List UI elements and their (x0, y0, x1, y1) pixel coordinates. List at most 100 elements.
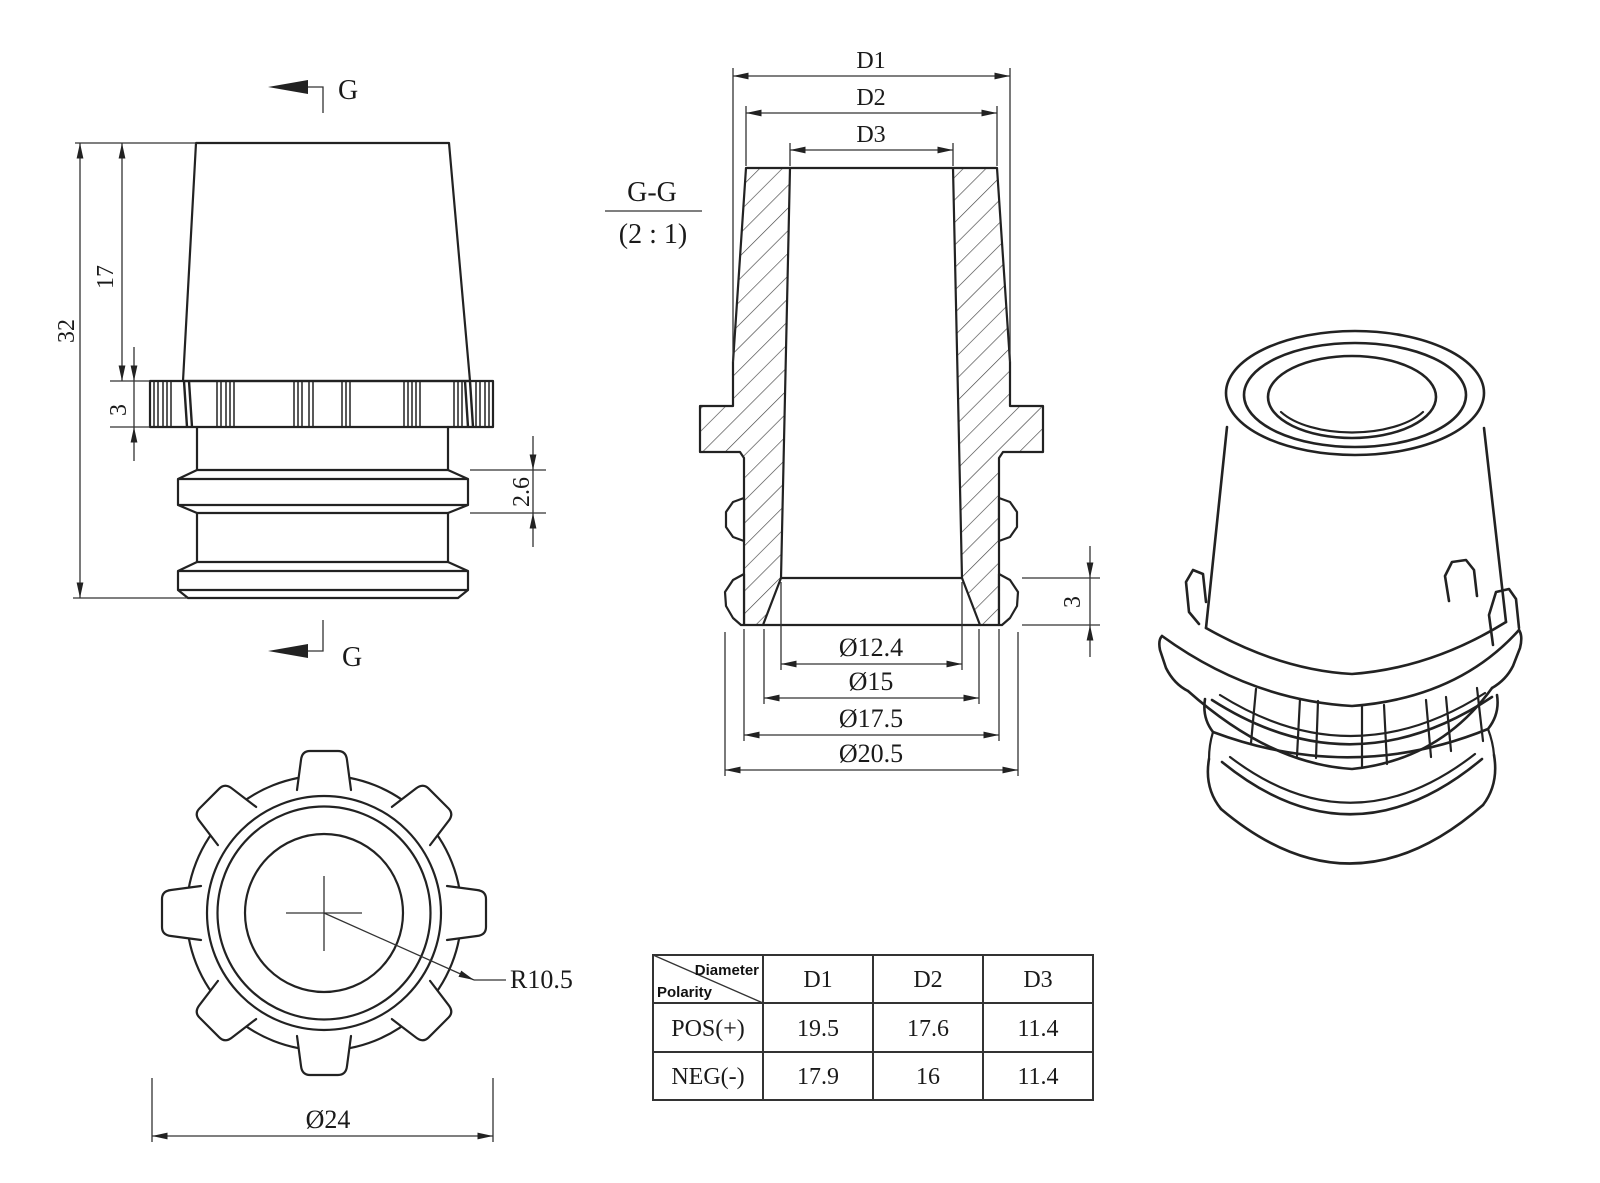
cell-value: 17.6 (907, 1016, 949, 1042)
gear-tab (295, 1034, 353, 1077)
svg-text:32: 32 (54, 319, 80, 343)
section-arrow-icon (268, 644, 308, 658)
dim-inner-diameter: Ø12.4 (780, 582, 963, 670)
gear-tab (390, 778, 459, 847)
dim-d3: D3 (789, 122, 954, 166)
hole-circle (243, 832, 405, 994)
dim-cap-height: 17 (93, 143, 126, 381)
section-arrow-icon (268, 80, 308, 94)
col-header-d2: D2 (913, 967, 942, 993)
svg-text:Ø15: Ø15 (849, 667, 894, 696)
col-header-d3: D3 (1023, 967, 1052, 993)
flange1-rim (1210, 695, 1494, 746)
collar-inner-rim (1204, 620, 1508, 676)
svg-text:Ø12.4: Ø12.4 (839, 633, 903, 662)
collar-tab-left (1184, 568, 1208, 626)
svg-text:R10.5: R10.5 (510, 965, 573, 994)
top-hole (1266, 354, 1438, 440)
top-rim-outer (1224, 329, 1486, 457)
rib-2 (176, 560, 470, 600)
table-row: POS(+) 19.5 17.6 11.4 (671, 1016, 1058, 1042)
gear-tab (189, 778, 258, 847)
ring-circle-inner (216, 805, 432, 1021)
section-view: G-G (2 : 1) D1 D2 D3 Ø12.4 (605, 48, 1100, 776)
ring-circle (205, 794, 443, 1032)
section-wall-right (951, 166, 1045, 627)
flange2-rim (1220, 757, 1484, 816)
flange2-sides (1206, 753, 1497, 811)
collar-tab-back (1443, 558, 1479, 603)
back-edges (761, 166, 982, 627)
bottom-view: R10.5 Ø24 (151, 749, 573, 1142)
svg-text:3: 3 (106, 404, 132, 416)
dim-total-height: 32 (54, 142, 196, 599)
dim-d2: D2 (745, 85, 998, 166)
svg-text:D3: D3 (856, 122, 885, 148)
gear-tab (390, 979, 459, 1048)
section-wall-left (698, 166, 792, 627)
gear-tab (189, 979, 258, 1048)
dim-rib-height: 2.6 (470, 436, 546, 547)
gear-tab (160, 884, 203, 942)
cap-body-outline (181, 141, 472, 383)
section-marker-top: G (268, 75, 358, 113)
hole-depth-edge (1279, 410, 1425, 434)
dim-flare-inner-diameter: Ø15 (763, 629, 980, 704)
flange1-bottom (1211, 727, 1490, 759)
svg-text:2.6: 2.6 (509, 477, 535, 507)
cell-value: 16 (916, 1064, 940, 1090)
dim-outer-diameter: Ø17.5 (743, 629, 1000, 741)
gear-tab (445, 884, 488, 942)
lug-left (724, 496, 746, 543)
cell-value: 11.4 (1017, 1016, 1058, 1042)
knurl-lines (153, 381, 490, 427)
svg-text:D1: D1 (856, 48, 885, 74)
flare-left (723, 572, 746, 627)
svg-text:Ø20.5: Ø20.5 (839, 739, 903, 768)
collar-left-edge (1158, 634, 1190, 693)
dim-knurl-height: 3 (106, 347, 150, 461)
section-scale-label: (2 : 1) (619, 219, 687, 250)
corner-label-diameter: Diameter (695, 962, 759, 979)
svg-text:Ø17.5: Ø17.5 (839, 704, 903, 733)
collar-right-edge (1490, 628, 1523, 690)
cell-value: 19.5 (797, 1016, 839, 1042)
cell-value: 17.9 (797, 1064, 839, 1090)
cone-edges (1204, 425, 1508, 630)
top-face-inner (1242, 341, 1468, 449)
section-title-label: G-G (627, 177, 677, 208)
body-sides (195, 425, 450, 564)
svg-text:3: 3 (1060, 596, 1086, 608)
section-letter-bottom: G (342, 642, 362, 673)
knurl-band (148, 379, 495, 429)
rib-1 (176, 468, 470, 515)
section-letter-top: G (338, 75, 358, 106)
collar-bottom-edge (1186, 686, 1494, 771)
cell-value: 11.4 (1017, 1064, 1058, 1090)
corner-diagonal (652, 954, 764, 1004)
dim-d1: D1 (732, 48, 1011, 362)
flange1-sides (1203, 693, 1499, 734)
cone-edge-through-band (182, 380, 475, 428)
collar-tab-right (1487, 587, 1521, 647)
collar-top-rim (1160, 628, 1521, 708)
section-marker-bottom: G (268, 620, 362, 673)
table-row: NEG(-) 17.9 16 11.4 (671, 1064, 1058, 1090)
flange1-rim-inner (1218, 691, 1487, 738)
flange2-bottom (1219, 803, 1485, 865)
dim-flange-diameter: Ø20.5 (724, 632, 1019, 776)
dim-ring-radius: R10.5 (323, 912, 573, 994)
svg-text:17: 17 (93, 265, 119, 289)
flange2-rim-inner (1228, 752, 1477, 804)
dim-flare-height: 3 (1022, 546, 1100, 657)
lug-right (997, 496, 1019, 543)
section-title: G-G (2 : 1) (605, 177, 702, 250)
svg-text:D2: D2 (856, 85, 885, 111)
row-label: NEG(-) (671, 1064, 744, 1090)
flare-right (997, 572, 1020, 627)
row-label: POS(+) (671, 1016, 745, 1042)
flange-waist (1207, 727, 1496, 761)
side-view: G G 32 17 3 2.6 (54, 75, 546, 673)
